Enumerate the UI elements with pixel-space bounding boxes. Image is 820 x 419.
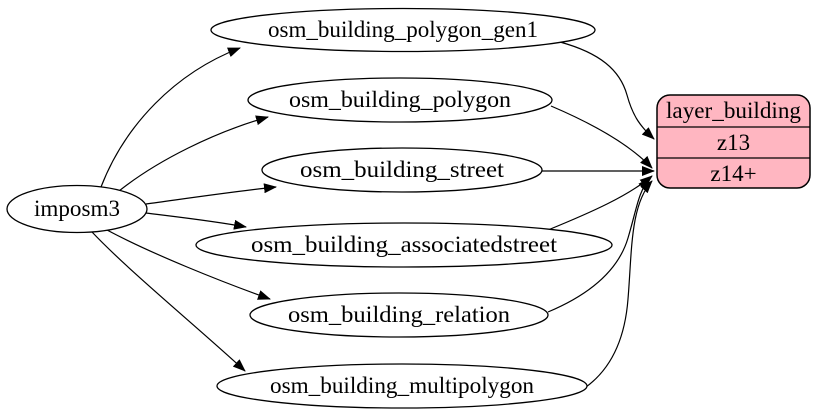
edge-osm_building_multipolygon-to-layer_building-z14 <box>585 180 653 388</box>
layer_building-title: layer_building <box>666 98 801 123</box>
edge-imposm3-to-osm_building_relation <box>106 229 271 300</box>
osm_building_street-label: osm_building_street <box>300 157 505 182</box>
osm_building_relation-label: osm_building_relation <box>288 302 511 327</box>
edge-osm_building_associatedstreet-to-layer_building-z14 <box>547 175 653 231</box>
layer_building-row-z14: z14+ <box>710 161 756 186</box>
osm_building_polygon-ellipse <box>247 77 553 123</box>
imposm3-ellipse <box>6 184 148 234</box>
osm_building_polygon_gen1-ellipse <box>210 7 596 53</box>
osm_building_associatedstreet-ellipse <box>195 222 613 268</box>
node-osm_building_associatedstreet: osm_building_associatedstreet <box>195 222 613 268</box>
edge-osm_building_polygon-to-layer_building-z14 <box>550 105 653 169</box>
node-imposm3: imposm3 <box>6 184 148 234</box>
node-layer_building: layer_building z13 z14+ <box>656 94 811 189</box>
node-osm_building_polygon: osm_building_polygon <box>247 77 553 123</box>
osm_building_multipolygon-ellipse <box>216 363 588 409</box>
edge-imposm3-to-osm_building_associatedstreet <box>145 212 247 230</box>
node-osm_building_polygon_gen1: osm_building_polygon_gen1 <box>210 7 596 53</box>
edge-osm_building_polygon_gen1-to-layer_building-z13 <box>559 41 655 140</box>
imposm3-label: imposm3 <box>34 196 120 221</box>
edge-imposm3-to-osm_building_polygon <box>118 115 269 192</box>
osm_building_relation-ellipse <box>249 292 549 338</box>
node-osm_building_multipolygon: osm_building_multipolygon <box>216 363 588 409</box>
edge-imposm3-to-osm_building_polygon_gen1 <box>100 47 241 188</box>
edge-imposm3-to-osm_building_street <box>145 183 277 205</box>
layer_building-row-z13: z13 <box>717 130 750 155</box>
osm_building_polygon-label: osm_building_polygon <box>289 87 512 112</box>
node-osm_building_street: osm_building_street <box>261 147 543 193</box>
edge-imposm3-to-osm_building_multipolygon <box>91 231 246 372</box>
osm_building_street-ellipse <box>261 147 543 193</box>
osm_building_associatedstreet-label: osm_building_associatedstreet <box>251 232 558 257</box>
node-osm_building_relation: osm_building_relation <box>249 292 549 338</box>
layer_building-rect <box>656 94 811 189</box>
osm_building_multipolygon-label: osm_building_multipolygon <box>270 373 534 398</box>
osm_building_polygon_gen1-label: osm_building_polygon_gen1 <box>268 17 538 42</box>
